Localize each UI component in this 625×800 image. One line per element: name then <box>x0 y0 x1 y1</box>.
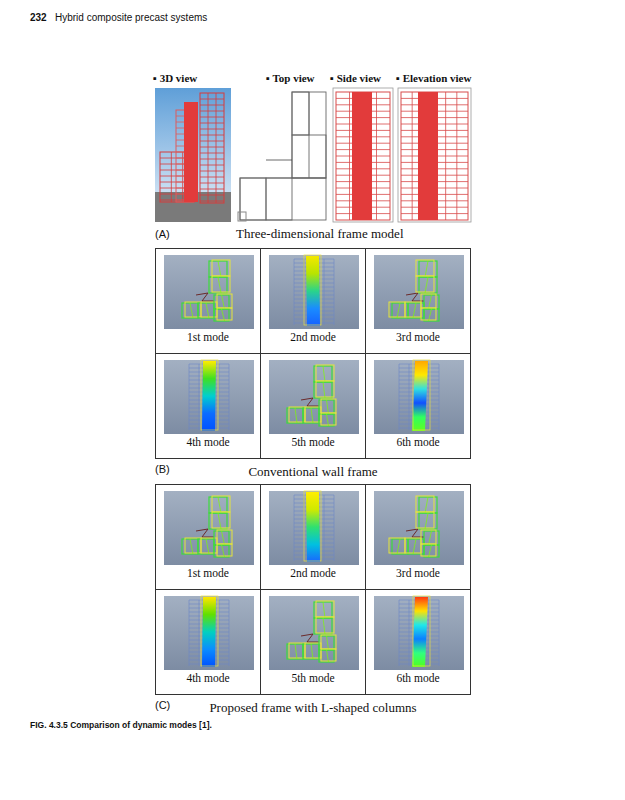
mode-label: 5th mode <box>261 672 365 684</box>
panel-letter: (B) <box>155 463 170 475</box>
mode-label: 3rd mode <box>366 331 470 343</box>
mode-label: 1st mode <box>156 567 260 579</box>
mode-cell: 2nd mode <box>260 484 366 590</box>
mode-cell: 4th mode <box>155 353 261 459</box>
mode-cell: 5th mode <box>260 353 366 459</box>
mode-label: 2nd mode <box>261 331 365 343</box>
mode-label: 2nd mode <box>261 567 365 579</box>
mode-label: 6th mode <box>366 672 470 684</box>
view-title: ▪ Top view <box>266 72 315 85</box>
mode-cell: 4th mode <box>155 589 261 695</box>
mode-cell: 3rd mode <box>365 484 471 590</box>
running-head: Hybrid composite precast systems <box>55 12 207 24</box>
top-view <box>238 88 328 222</box>
figure-caption: FIG. 4.3.5 Comparison of dynamic modes [… <box>30 721 212 731</box>
mode-label: 3rd mode <box>366 567 470 579</box>
view-title: ▪ Elevation view <box>396 72 471 85</box>
page-number: 232 <box>30 12 47 24</box>
panel-title: Conventional wall frame <box>155 464 471 480</box>
panel-letter: (A) <box>155 228 170 241</box>
mode-label: 4th mode <box>156 672 260 684</box>
mode-table: (B)Conventional wall frame 1st mode2nd mo… <box>155 248 471 488</box>
mode-cell: 5th mode <box>260 589 366 695</box>
panel-letter: (C) <box>155 699 170 711</box>
elevation-view <box>398 88 471 222</box>
panel-title: Proposed frame with L-shaped columns <box>155 700 471 716</box>
side-view <box>333 88 393 222</box>
mode-cell: 3rd mode <box>365 248 471 354</box>
mode-cell: 1st mode <box>155 484 261 590</box>
mode-table: (C)Proposed frame with L-shaped columns 1… <box>155 484 471 724</box>
mode-label: 1st mode <box>156 331 260 343</box>
view-title: ▪ Side view <box>330 72 381 85</box>
mode-label: 6th mode <box>366 436 470 448</box>
panel-title: Three-dimensional frame model <box>236 227 404 242</box>
mode-label: 5th mode <box>261 436 365 448</box>
mode-cell: 6th mode <box>365 589 471 695</box>
mode-label: 4th mode <box>156 436 260 448</box>
mode-cell: 1st mode <box>155 248 261 354</box>
mode-cell: 2nd mode <box>260 248 366 354</box>
three-d-view <box>155 88 231 222</box>
view-title: ▪ 3D view <box>153 72 197 85</box>
mode-cell: 6th mode <box>365 353 471 459</box>
